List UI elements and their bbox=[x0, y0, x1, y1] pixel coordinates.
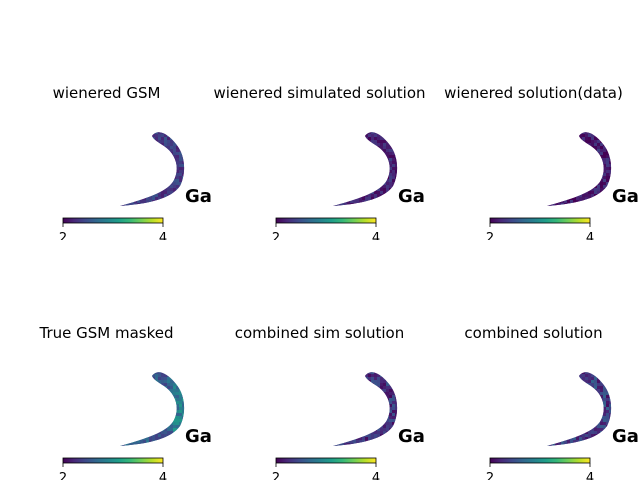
subplot-title: True GSM masked bbox=[39, 324, 174, 342]
subplot-title: combined sim solution bbox=[234, 324, 405, 342]
colorbar bbox=[275, 217, 377, 224]
colorbar-tick-label: 4 bbox=[586, 231, 594, 240]
map-label: Gala bbox=[185, 426, 213, 447]
subplot-title: wienered solution(data) bbox=[444, 84, 623, 102]
sky-map-pixels bbox=[333, 372, 398, 446]
subplot-canvas: Gala 2 4 bbox=[59, 372, 213, 480]
subplot-canvas: Gala 2 4 bbox=[486, 132, 640, 240]
colorbar-tick-label: 2 bbox=[272, 471, 280, 480]
sky-map-pixels bbox=[547, 372, 612, 446]
subplot-canvas: Gala 2 4 bbox=[486, 372, 640, 480]
colorbar-tick-label: 2 bbox=[486, 471, 494, 480]
subplot-canvas: Gala 2 4 bbox=[272, 372, 426, 480]
colorbar-tick-label: 4 bbox=[159, 231, 167, 240]
colorbar-tick-label: 4 bbox=[586, 471, 594, 480]
colorbar-tick-label: 4 bbox=[372, 231, 380, 240]
sky-map-pixels bbox=[547, 132, 612, 206]
subplot-4: True GSM maskedGala 2 4 bbox=[0, 240, 213, 480]
colorbar-tick-label: 2 bbox=[59, 471, 67, 480]
colorbar-tick-label: 2 bbox=[272, 231, 280, 240]
subplot-3: wienered solution(data) Gala 2 4 bbox=[427, 0, 640, 240]
subplot-title: combined solution bbox=[464, 324, 603, 342]
map-label: Gala bbox=[398, 186, 426, 207]
map-label: Gala bbox=[398, 426, 426, 447]
colorbar-tick-label: 2 bbox=[486, 231, 494, 240]
colorbar-tick-label: 4 bbox=[159, 471, 167, 480]
map-label: Gala bbox=[612, 426, 640, 447]
colorbar bbox=[62, 457, 164, 464]
colorbar bbox=[489, 457, 591, 464]
subplot-title: wienered GSM bbox=[52, 84, 161, 102]
map-label: Gala bbox=[612, 186, 640, 207]
subplot-canvas: Gala 2 4 bbox=[59, 132, 213, 240]
sky-map-pixels bbox=[120, 372, 185, 446]
subplot-6: combined solutionGala 2 4 bbox=[427, 240, 640, 480]
colorbar bbox=[275, 457, 377, 464]
subplot-canvas: Gala 2 4 bbox=[272, 132, 426, 240]
colorbar-tick-label: 2 bbox=[59, 231, 67, 240]
colorbar bbox=[489, 217, 591, 224]
subplot-1: wienered GSM Gala 2 4 bbox=[0, 0, 213, 240]
colorbar bbox=[62, 217, 164, 224]
sky-map-pixels bbox=[333, 132, 398, 206]
subplot-2: wienered simulated solutionGala 2 4 bbox=[213, 0, 426, 240]
subplot-5: combined sim solutionGala 2 4 bbox=[213, 240, 426, 480]
subplot-title: wienered simulated solution bbox=[213, 84, 426, 102]
sky-map-pixels bbox=[120, 132, 185, 206]
colorbar-tick-label: 4 bbox=[372, 471, 380, 480]
map-label: Gala bbox=[185, 186, 213, 207]
